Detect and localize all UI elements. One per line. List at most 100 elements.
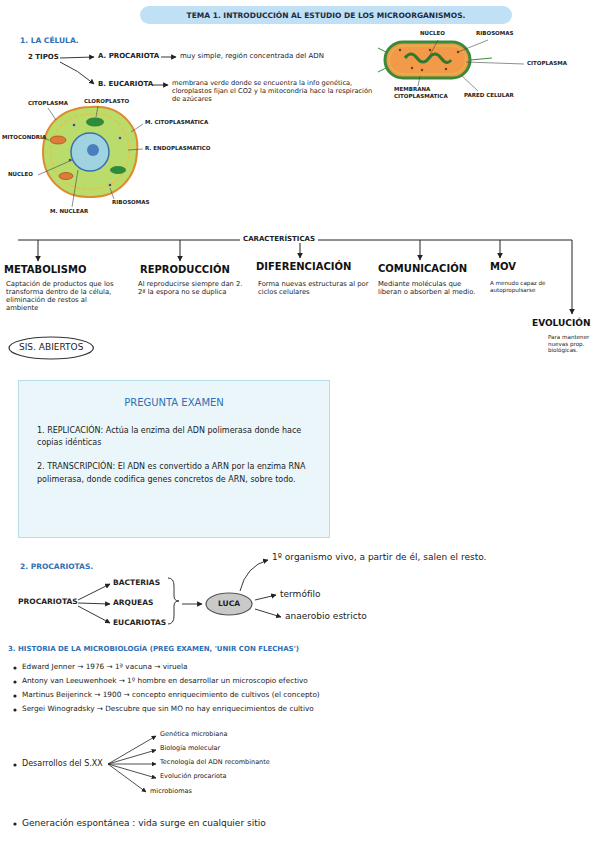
pilus — [378, 68, 386, 72]
note-text: Desarrollos del S.XX — [22, 759, 103, 769]
note-text: Sergei Winogradsky → Descubre que sin MO… — [22, 705, 314, 714]
branch-arrow — [60, 57, 94, 58]
note-text: RIBOSOMAS — [112, 199, 149, 206]
note-text: Mediante moléculas que liberan o absorbe… — [378, 280, 484, 296]
tree-arrow — [38, 240, 39, 261]
note-text: NÚCLEO — [420, 30, 445, 37]
note-text: M. NUCLEAR — [50, 208, 88, 215]
oval-shape — [9, 337, 93, 359]
tree-arrow — [500, 240, 501, 258]
procariotas-arrows — [78, 560, 281, 624]
bullets — [13, 666, 16, 825]
title-band: TEMA 1. INTRODUCCIÓN AL ESTUDIO DE LOS M… — [140, 6, 512, 24]
oval-node: SIS. ABIERTOS — [8, 336, 94, 360]
note-text: microbiomas — [150, 788, 192, 796]
leader-lines — [38, 106, 143, 207]
branch-arrow — [78, 584, 110, 600]
note-text: Al reproducirse siempre dan 2. 2ª la esp… — [138, 280, 246, 296]
branch-arrow — [78, 603, 110, 604]
note-text: MEMBRANA CITOPLASMÁTICA — [394, 86, 446, 99]
ribosome-dots — [399, 49, 459, 71]
tree-arrow — [572, 240, 573, 314]
note-text: EUCARIOTAS — [113, 618, 166, 627]
tree-arrow — [420, 240, 421, 260]
note-text: CITOPLASMA — [527, 60, 567, 67]
node-text: 1. REPLICACIÓN: Actúa la enzima del ADN … — [37, 425, 311, 450]
note-text: RIBOSOMAS — [476, 30, 513, 37]
arrow — [161, 57, 176, 58]
bullet — [13, 694, 16, 697]
note-text: COMUNICACIÓN — [378, 263, 467, 275]
pilus — [378, 48, 386, 52]
note-text: CITOPLASMA — [28, 100, 68, 107]
note-text: MITOCONDRIA — [2, 134, 46, 141]
node-text: SIS. ABIERTOS — [19, 343, 83, 353]
branch-arrow — [108, 764, 156, 778]
branch-arrow — [78, 606, 110, 623]
branch-arrow — [108, 764, 156, 765]
note-text: muy simple, región concentrada del ADN — [180, 52, 380, 60]
note-text: Para mantener nuevas prop. biológicas. — [548, 334, 596, 354]
note-text: Biología molecular — [160, 745, 220, 753]
flagellum — [470, 58, 492, 60]
bullet — [13, 666, 16, 669]
note-text: M. CITOPLASMÁTICA — [145, 119, 208, 126]
branch-heading: CARACTERÍSTICAS — [240, 235, 318, 243]
note-text: Generación espontánea : vida surge en cu… — [22, 818, 266, 829]
bullet — [13, 680, 16, 683]
note-text: EVOLUCIÓN — [532, 318, 590, 329]
leader-line — [48, 108, 56, 120]
leader-line — [466, 62, 524, 64]
chloroplast — [86, 118, 104, 127]
arrow — [255, 595, 276, 600]
note-text: B. EUCARIOTA — [98, 80, 153, 88]
note-text: 3. HISTORIA DE LA MICROBIOLOGÍA (PREG EX… — [8, 645, 299, 653]
note-text: PARED CELULAR — [464, 92, 514, 99]
note-text: A menudo capaz de autopropulsarse — [490, 280, 548, 293]
exam-box: PREGUNTA EXAMEN 1. REPLICACIÓN: Actúa la … — [18, 380, 330, 538]
note-text: anaerobio estricto — [285, 611, 367, 622]
leader-line — [418, 76, 420, 86]
oval-node: LUCA — [205, 592, 253, 616]
arrow — [182, 604, 202, 605]
nucleoid — [405, 54, 451, 63]
note-text: Forma nuevas estructuras al por ciclos c… — [258, 280, 370, 296]
eukaryote-cell — [38, 106, 143, 207]
note-text: 1º organismo vivo, a partir de él, salen… — [272, 552, 592, 563]
mitochondrion — [59, 173, 73, 180]
note-text: Edward Jenner → 1976 → 1ª vacuna → virue… — [22, 663, 188, 672]
note-text: Evolución procariota — [160, 773, 227, 781]
brace — [168, 578, 179, 624]
note-text: Tecnología del ADN recombinante — [160, 759, 270, 767]
note-text: A. PROCARIOTA — [98, 52, 159, 60]
branch-arrow — [108, 764, 146, 792]
bullet — [13, 822, 16, 825]
leader-line — [458, 40, 488, 52]
leader-line — [462, 76, 478, 91]
note-text: 2. PROCARIOTAS. — [20, 562, 93, 571]
leader-line — [38, 160, 72, 175]
branch-arrow — [108, 750, 156, 764]
box-heading: PREGUNTA EXAMEN — [37, 395, 311, 411]
node-text: LUCA — [218, 600, 240, 608]
oval-shape — [206, 593, 252, 615]
bullet — [13, 708, 16, 711]
arrow — [152, 85, 168, 86]
chloroplast — [110, 166, 126, 174]
cell-membrane — [43, 107, 137, 197]
leader-line — [72, 170, 78, 207]
note-text: ARQUEAS — [113, 598, 153, 607]
arrow — [255, 609, 281, 617]
bullet — [13, 763, 16, 766]
note-text: Martinus Beijerinck → 1900 → concepto en… — [22, 691, 320, 700]
note-text: 1. LA CÉLULA. — [20, 36, 79, 45]
arrow — [240, 560, 268, 591]
note-text: Captación de productos que los transform… — [6, 280, 116, 313]
development-arrows — [108, 736, 156, 792]
leader-line — [96, 106, 98, 117]
nucleus — [71, 133, 109, 171]
note-text: R. ENDOPLASMÁTICO — [145, 145, 211, 152]
note-text: CLOROPLASTO — [84, 98, 129, 105]
note-text: Genética microbiana — [160, 731, 227, 739]
